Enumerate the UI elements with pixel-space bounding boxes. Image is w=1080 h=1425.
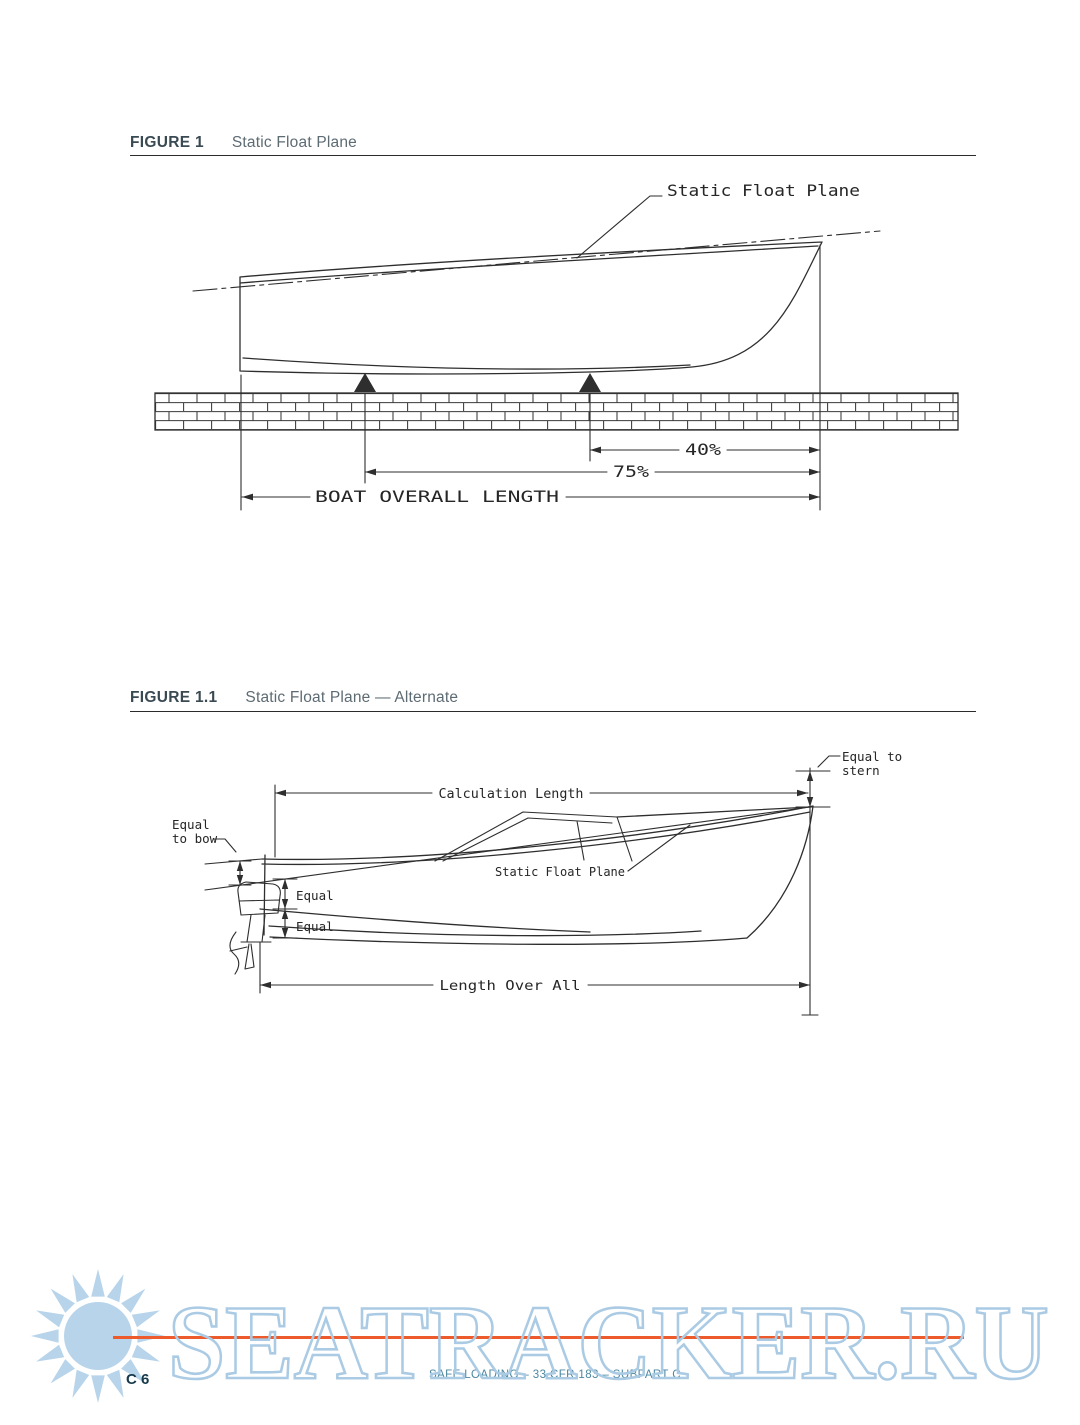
calc-length-lines [274,784,809,858]
boat-hull [239,241,823,375]
figure1-drawing: 40% 75% BOAT OVERALL LENGTH Static Float… [154,181,959,511]
float-plane-label-alt: Static Float Plane [495,864,625,879]
bow-dim: Equal to bow [172,817,252,886]
equal-to-bow-label-1: Equal [172,817,210,832]
windshield [434,811,633,862]
dim-75pct-label: 75% [613,462,649,481]
equal-dims: Equal Equal [272,878,334,939]
dim-overall-label: BOAT OVERALL LENGTH [315,487,559,506]
sun-ray [50,1359,75,1384]
brick-strip [154,392,959,431]
sun-ray [50,1288,75,1313]
sun-ray [72,1369,90,1398]
dim-75pct: 75% [364,462,821,481]
equal-dims-arrows [281,879,289,938]
orange-divider [113,1336,964,1339]
sun-ray [131,1344,160,1362]
sun-disc [64,1302,132,1370]
equal-to-stern-label-2: stern [842,763,880,778]
extension-lines [240,244,821,511]
float-plane-leader-alt [627,824,691,872]
sun-ray [91,1269,105,1297]
dim-overall-length: BOAT OVERALL LENGTH [241,487,821,506]
figure11-heading: FIGURE 1.1 Static Float Plane — Alternat… [130,689,458,707]
sun-ray [121,1359,146,1384]
boat-hull-alt [259,805,814,945]
boat-alt [229,805,814,975]
stern-dim: Equal to stern [795,749,902,1016]
sun-ray [106,1274,124,1303]
figure11-label: FIGURE 1.1 [130,689,218,706]
sun-ray [36,1310,65,1328]
float-plane-callout-alt: Static Float Plane [495,824,691,879]
figure11-rule [130,711,976,712]
equal-to-stern-label-1: Equal to [842,749,902,764]
calc-length-label: Calculation Length [439,787,584,802]
stern-dim-arrows [806,771,814,807]
brick-ground [154,392,959,431]
dim-40pct: 40% [589,440,821,459]
calc-length-dim: Calculation Length [274,784,809,858]
figure1-label: FIGURE 1 [130,134,204,151]
figure11-title: Static Float Plane — Alternate [245,689,459,706]
stern-dim-leader [817,755,841,768]
sun-logo-icon [31,1269,165,1403]
page-number: C 6 [126,1371,150,1388]
equal-upper-label: Equal [296,888,334,903]
hull-support-triangles [354,373,601,392]
float-plane-callout: Static Float Plane [576,181,860,259]
footer-text: SAFE LOADING – 33 CFR 183 – SUBPART C [429,1369,681,1381]
sun-rays [31,1269,165,1403]
sun-ray [106,1369,124,1398]
outboard-motor [229,881,281,975]
figure1-title: Static Float Plane [231,134,357,151]
sun-ray [36,1344,65,1362]
stern-dim-lines [795,767,831,1016]
figure11-drawing: Equal to stern Calculation Length Equal … [172,749,902,1016]
bow-dim-leader [213,838,237,853]
sun-ray [31,1329,59,1343]
sun-ray [121,1288,146,1313]
equal-to-bow-label-2: to bow [172,831,218,846]
equal-lower-label: Equal [296,919,334,934]
loa-lines [259,941,811,994]
dim-40pct-label: 40% [685,440,721,459]
figure1-heading: FIGURE 1 Static Float Plane [130,134,357,152]
static-float-plane-line [192,230,881,292]
float-plane-label: Static Float Plane [667,181,860,200]
sun-ray [72,1274,90,1303]
bow-dim-arrows [236,861,244,885]
loa-label: Length Over All [440,979,581,994]
sun-ray [131,1310,160,1328]
sun-ray [91,1375,105,1403]
loa-dim: Length Over All [259,941,811,994]
float-plane-leader [576,195,663,259]
figure1-rule [130,155,976,156]
